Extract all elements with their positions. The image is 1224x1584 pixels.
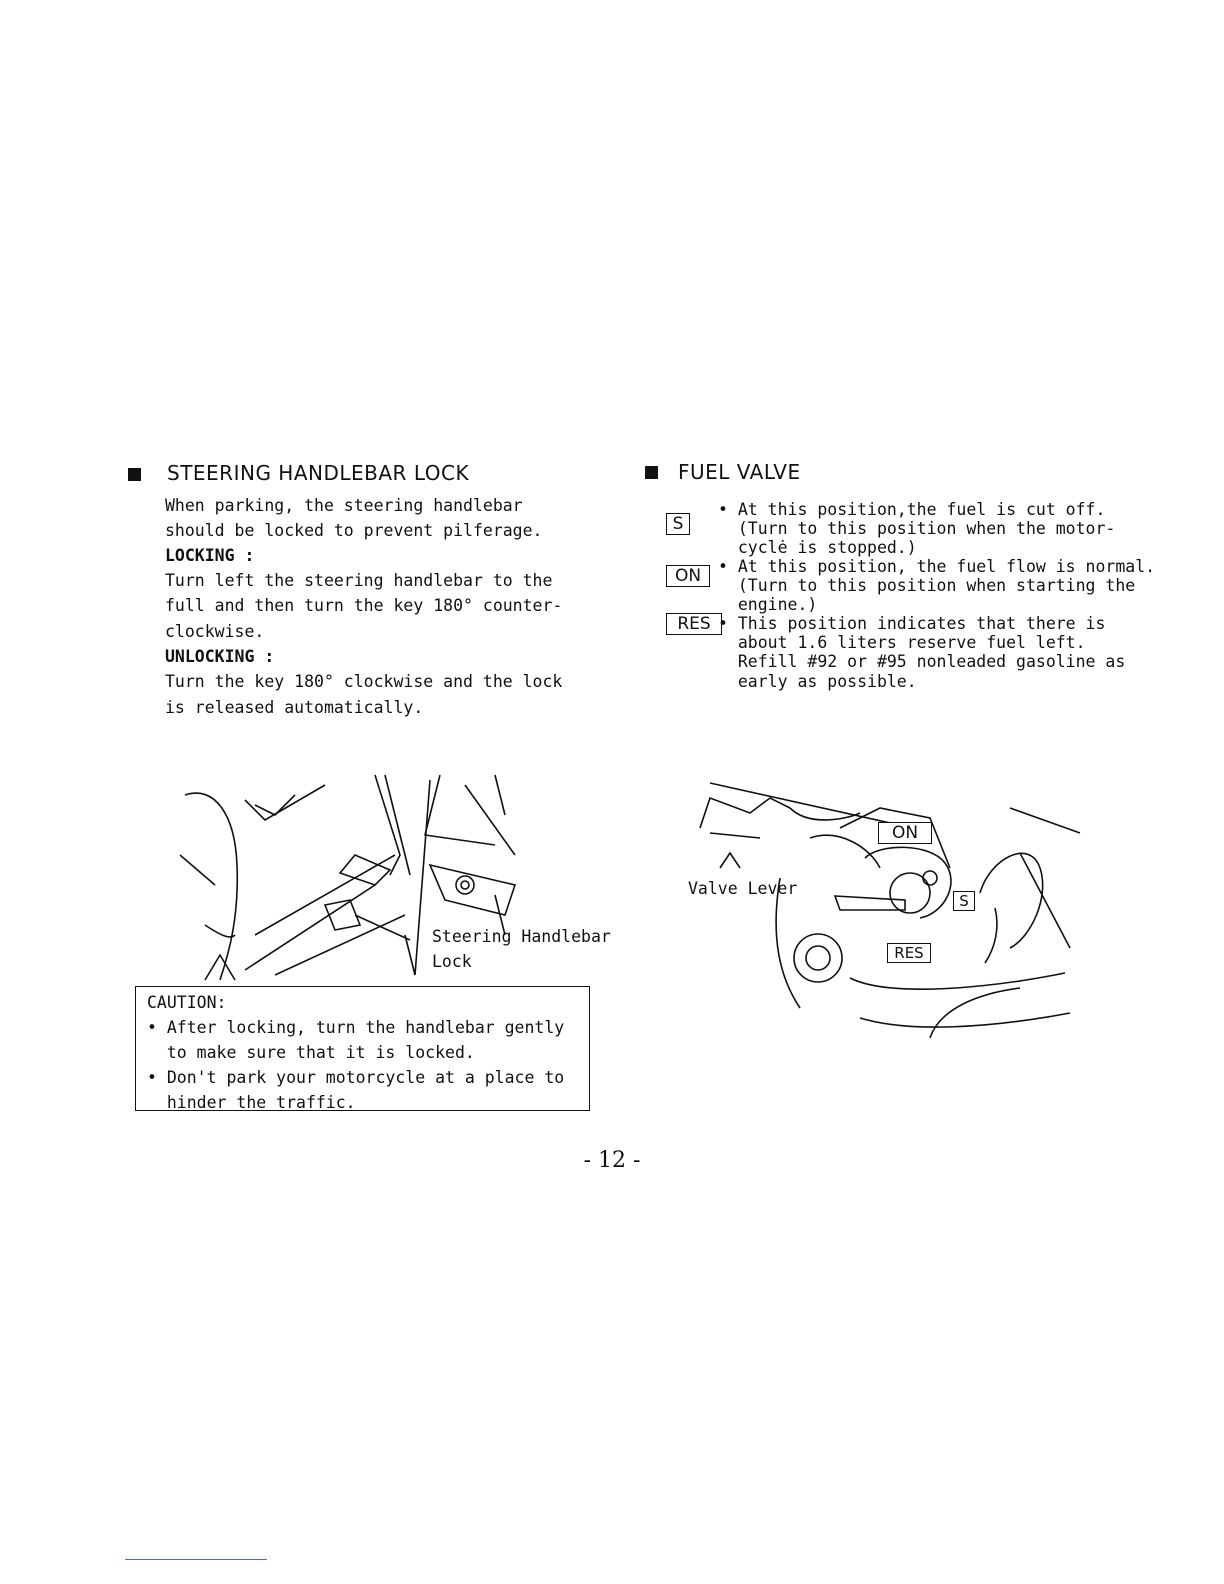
- fuel-line: • At this position,the fuel is cut off.: [718, 500, 1106, 519]
- position-tag-on: ON: [666, 565, 710, 587]
- body-line: should be locked to prevent pilferage.: [165, 521, 543, 540]
- body-line: full and then turn the key 180° counter-: [165, 596, 563, 615]
- body-line: When parking, the steering handlebar: [165, 496, 523, 515]
- caution-line: • Don't park your motorcycle at a place …: [147, 1068, 565, 1087]
- body-line: clockwise.: [165, 622, 265, 641]
- body-line: Turn left the steering handlebar to the: [165, 571, 553, 590]
- fuel-line: cyclė is stopped.): [718, 538, 917, 557]
- fuel-line: • At this position, the fuel flow is nor…: [718, 557, 1156, 576]
- fuel-line: engine.): [718, 595, 818, 614]
- figure-label-valve-lever: Valve Lever: [688, 879, 798, 898]
- fuel-valve-illustration: [699, 782, 1081, 1039]
- locking-label: LOCKING :: [165, 546, 255, 565]
- section-heading-fuel-valve: FUEL VALVE: [678, 460, 801, 484]
- caution-title: CAUTION:: [147, 993, 227, 1012]
- fuel-line: early as possible.: [718, 672, 917, 691]
- page-number: - 12 -: [583, 1148, 641, 1173]
- fuel-line: about 1.6 liters reserve fuel left.: [718, 633, 1086, 652]
- caution-line: • After locking, turn the handlebar gent…: [147, 1018, 565, 1037]
- body-line: Turn the key 180° clockwise and the lock: [165, 672, 563, 691]
- figure-label-steering: Steering Handlebar: [432, 927, 611, 946]
- fuel-line: (Turn to this position when starting the: [718, 576, 1136, 595]
- figure-tag-on: ON: [878, 822, 932, 844]
- caution-box: CAUTION: • After locking, turn the handl…: [135, 986, 590, 1112]
- unlocking-label: UNLOCKING :: [165, 647, 275, 666]
- footer-rule: [125, 1559, 267, 1560]
- caution-line: to make sure that it is locked.: [147, 1043, 475, 1062]
- body-line: is released automatically.: [165, 698, 424, 717]
- figure-tag-res: RES: [887, 943, 931, 963]
- heading-bullet-right: [645, 466, 658, 479]
- caution-line: hinder the traffic.: [147, 1093, 356, 1112]
- heading-bullet-left: [128, 468, 141, 481]
- fuel-line: • This position indicates that there is: [718, 614, 1106, 633]
- section-heading-steering-lock: STEERING HANDLEBAR LOCK: [167, 461, 470, 485]
- position-tag-s: S: [666, 513, 690, 535]
- fuel-line: Refill #92 or #95 nonleaded gasoline as: [718, 652, 1126, 671]
- figure-label-lock: Lock: [432, 952, 472, 971]
- position-tag-res: RES: [666, 613, 722, 635]
- figure-tag-s: S: [953, 891, 975, 911]
- steering-lock-illustration: [179, 774, 517, 981]
- fuel-line: (Turn to this position when the motor-: [718, 519, 1116, 538]
